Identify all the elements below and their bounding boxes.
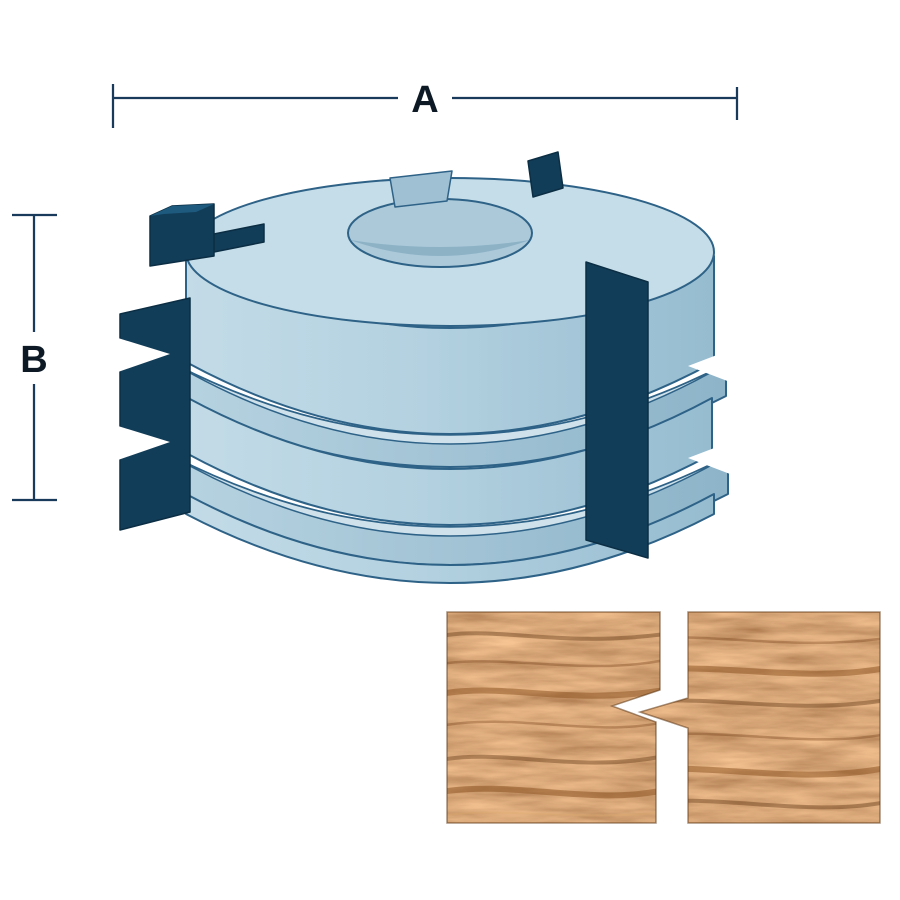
wood-joint-sample bbox=[446, 611, 881, 824]
grain-line bbox=[447, 754, 660, 765]
bore-hole bbox=[347, 198, 533, 268]
top-carbide-tip bbox=[527, 151, 564, 198]
left-profile-notch-lower bbox=[118, 426, 170, 460]
left-blade-top-face bbox=[150, 204, 214, 216]
cutter-base-drum bbox=[185, 493, 715, 584]
wood-block-left-outline bbox=[446, 611, 661, 824]
grain-line bbox=[447, 687, 660, 699]
dimension-b: B bbox=[12, 213, 57, 502]
grain-line bbox=[447, 811, 660, 817]
left-profile-notch-upper bbox=[118, 338, 170, 372]
wood-grain-lines-left bbox=[447, 631, 660, 817]
dimension-a-label: A bbox=[411, 79, 438, 121]
wood-block-right-outline bbox=[637, 611, 881, 824]
grain-line bbox=[447, 720, 660, 729]
grain-line bbox=[447, 785, 660, 799]
dimension-a: A bbox=[111, 79, 739, 128]
grain-line bbox=[447, 658, 660, 668]
left-blade-column bbox=[119, 297, 191, 531]
cutter-illustration bbox=[118, 151, 730, 584]
right-blade-column bbox=[585, 261, 649, 559]
right-profile-notch-upper bbox=[688, 350, 730, 382]
rim-gullet-notch bbox=[389, 170, 453, 208]
wood-block-right bbox=[640, 612, 880, 823]
bore-hole-inner-shadow bbox=[350, 240, 530, 256]
wood-block-left bbox=[447, 612, 660, 823]
right-profile-notch-lower bbox=[688, 442, 730, 474]
grain-line bbox=[447, 631, 660, 641]
dimension-b-label: B bbox=[20, 339, 47, 381]
